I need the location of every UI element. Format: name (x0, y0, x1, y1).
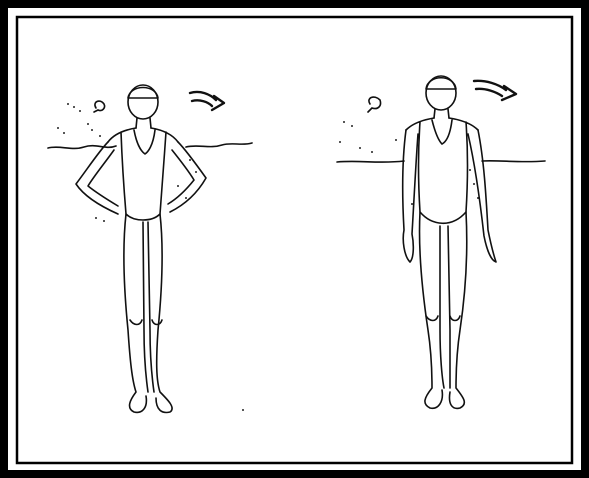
outer-frame (4, 4, 585, 474)
speck (242, 409, 244, 411)
